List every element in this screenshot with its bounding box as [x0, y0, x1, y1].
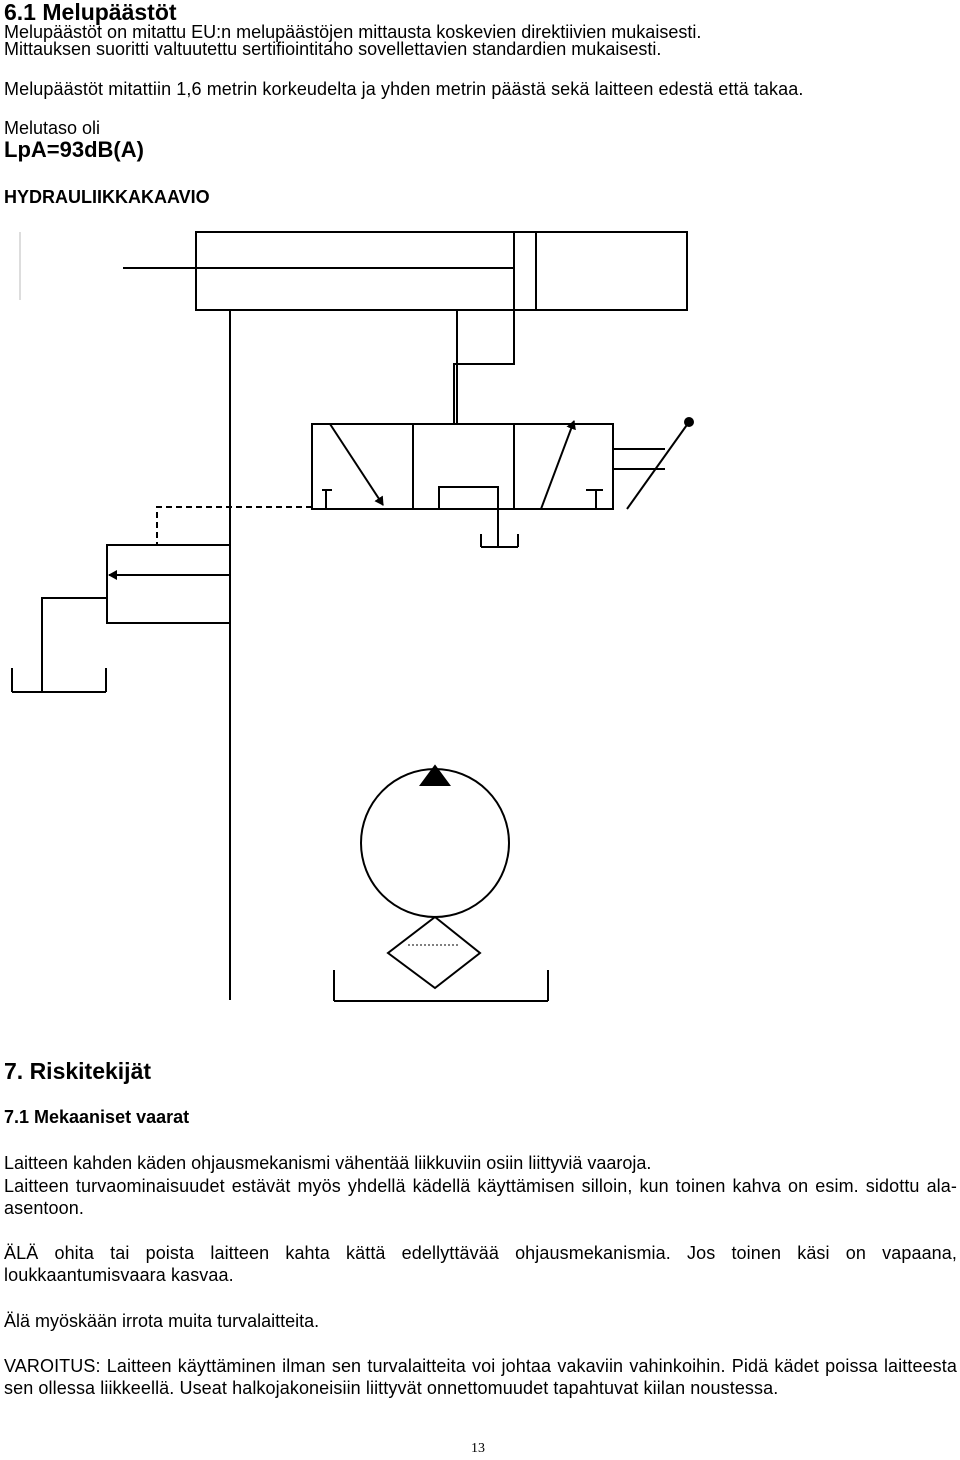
hydraulic-pump [360, 764, 510, 918]
section-heading-7-1: 7.1 Mekaaniset vaarat [4, 1107, 190, 1127]
page-number: 13 [471, 1441, 485, 1456]
warning-paragraph-4: VAROITUS: Laitteen käyttäminen ilman sen… [4, 1356, 957, 1398]
noise-measurement-paragraph: Melupäästöt mitattiin 1,6 metrin korkeud… [4, 79, 804, 99]
filter [386, 915, 482, 990]
relief-valve [106, 544, 231, 624]
noise-level-value: LpA=93dB(A) [4, 137, 144, 162]
relief-return-line [41, 597, 107, 692]
relief-tank-symbol [11, 668, 107, 693]
paragraph-1-line-2: Laitteen turvaominaisuudet estävät myös … [4, 1176, 957, 1218]
noise-paragraph-line-1: Melupäästöt on mitattu EU:n melupäästöje… [4, 22, 702, 42]
reservoir-tank-symbol [333, 970, 549, 1002]
noise-level-label: Melutaso oli [4, 118, 101, 138]
noise-paragraph-line-2: Mittauksen suoritti valtuutettu sertifio… [4, 39, 662, 59]
cylinder-port-line-b [453, 310, 515, 424]
section-heading-6-1: 6.1 Melupäästöt [4, 0, 177, 25]
paragraph-3: Älä myöskään irrota muita turvalaitteita… [4, 1311, 320, 1331]
section-heading-7: 7. Riskitekijät [4, 1058, 152, 1084]
lever-actuator [613, 417, 694, 510]
hydraulic-cylinder [123, 231, 688, 311]
warning-paragraph-2: ÄLÄ ohita tai poista laitteen kahta kätt… [4, 1243, 957, 1285]
paragraph-1-line-1: Laitteen kahden käden ohjausmekanismi vä… [4, 1153, 652, 1173]
directional-control-valve [311, 420, 614, 510]
valve-tank-symbol [480, 509, 519, 548]
hydraulic-diagram [11, 231, 694, 1002]
hydraulic-diagram-title: HYDRAULIIKKAKAAVIO [4, 187, 210, 207]
pilot-line [156, 506, 312, 545]
